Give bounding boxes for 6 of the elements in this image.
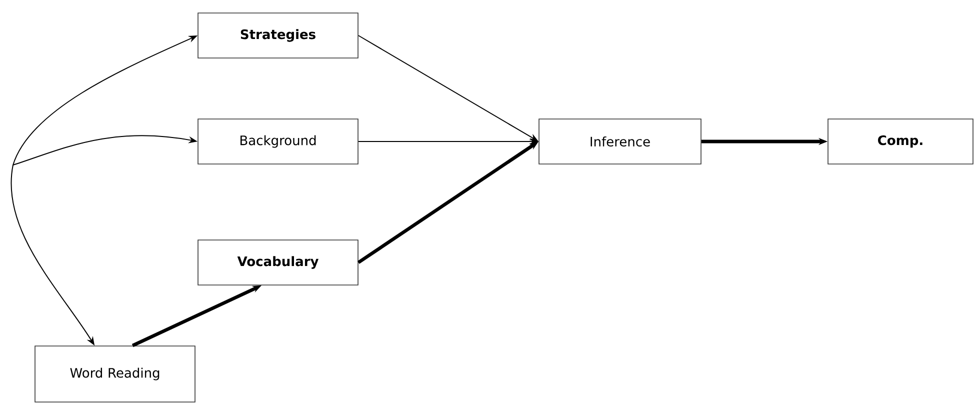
process-box: Vocabulary: [198, 240, 358, 286]
process-box: Inference: [538, 118, 702, 164]
process-box: Strategies: [198, 12, 358, 58]
process-box: Comp.: [828, 118, 974, 164]
process-box: Background: [198, 118, 358, 164]
process-box: Word Reading: [34, 346, 196, 402]
